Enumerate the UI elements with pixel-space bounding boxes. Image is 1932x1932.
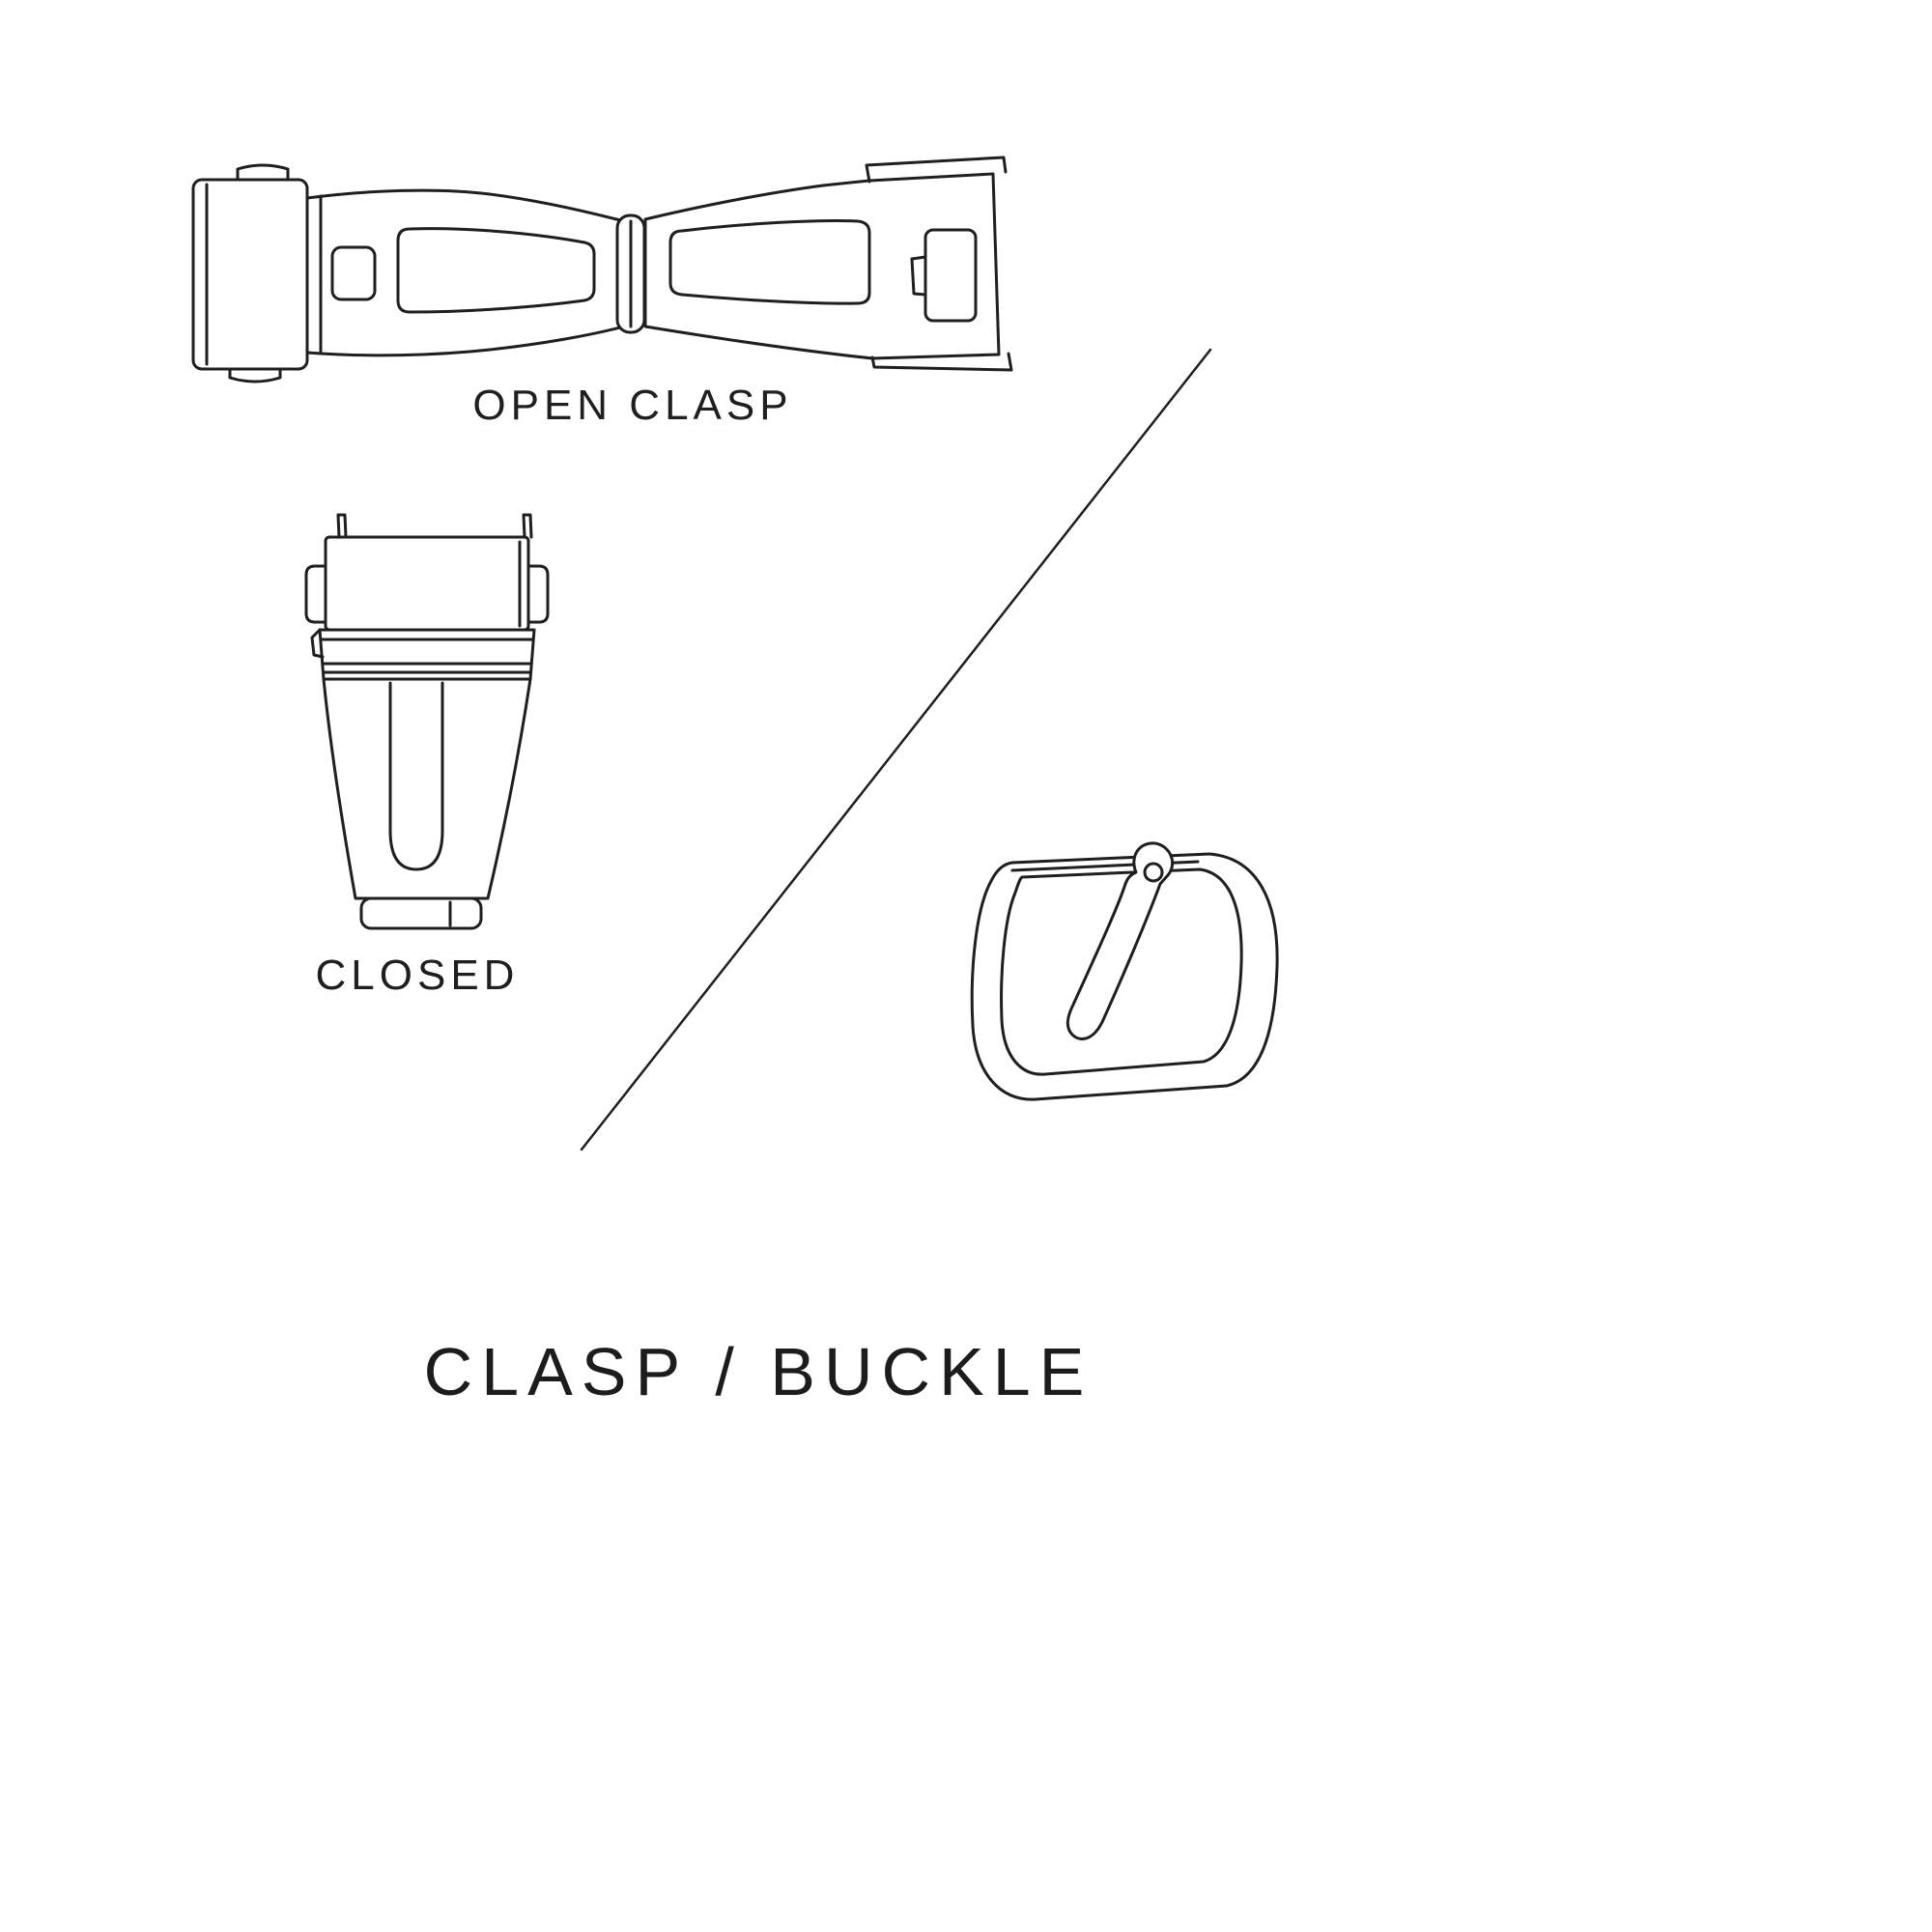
closed-clasp [304, 513, 550, 930]
pin-buckle-illustration [970, 841, 1279, 1101]
open-clasp-end-catch [910, 228, 978, 323]
open-clasp-label: OPEN CLASP [472, 382, 793, 429]
open-clasp-illustration [191, 156, 1013, 384]
open-clasp-hinge [615, 213, 646, 334]
page-title: CLASP / BUCKLE [423, 1334, 1094, 1409]
open-clasp-right-blade [643, 156, 1013, 372]
open-clasp-end-block [191, 163, 309, 384]
closed-label: CLOSED [315, 952, 520, 999]
pin-buckle [970, 841, 1279, 1101]
closed-clasp-illustration [304, 513, 550, 930]
